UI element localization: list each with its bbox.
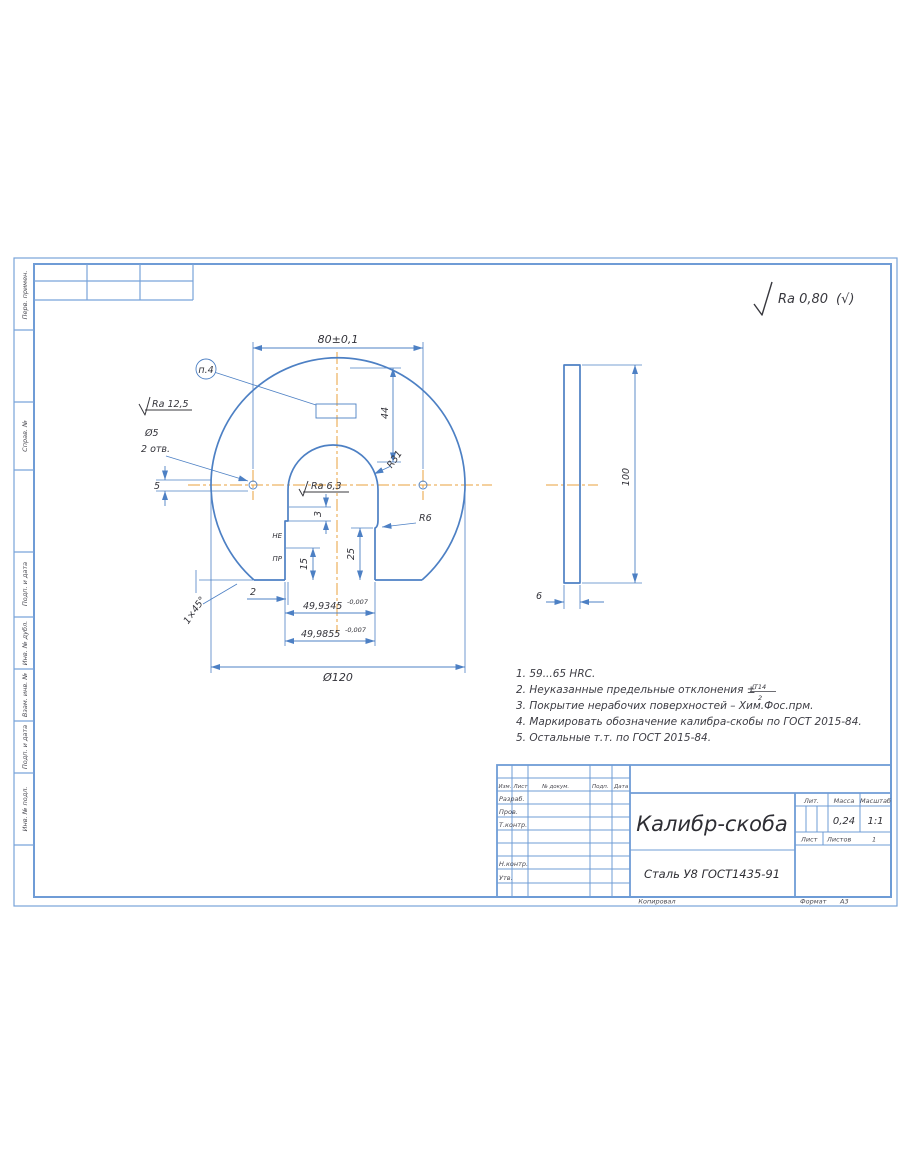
roughness-check-icon [298, 480, 309, 497]
row-nkontr: Н.контр. [499, 860, 528, 868]
dim-25: 25 [346, 527, 373, 580]
dim-15: 15 [286, 547, 320, 580]
note-5: 5. Остальные т.т. по ГОСТ 2015-84. [516, 732, 711, 744]
dim-6-text: 6 [536, 591, 542, 602]
gauge-side-labels: НЕ ПР [272, 532, 282, 563]
hole-count-text: 2 отв. [141, 444, 170, 455]
dim-44: 44 [350, 367, 401, 463]
note-2-frac-num: IT14 [752, 683, 766, 691]
margin-label-podp-data-2: Подп. и дата [21, 725, 29, 769]
mass-value: 0,24 [833, 816, 855, 827]
r6-text: R6 [419, 513, 432, 524]
general-roughness-value: Ra 0,80 [778, 292, 828, 307]
hole-right [418, 480, 428, 490]
front-view-outline [210, 356, 466, 581]
dim-25-text: 25 [346, 548, 357, 560]
dim-15-text: 15 [299, 558, 310, 570]
col-izm: Изм. [499, 784, 512, 790]
side-view-outline [563, 364, 581, 584]
balloon-label: п.4 [198, 365, 213, 376]
margin-label-podp-data-1: Подп. и дата [21, 562, 29, 606]
col-list: Лист [513, 784, 529, 790]
dim-80: 80±0,1 [252, 333, 424, 469]
kopiroval-label: Копировал [638, 898, 675, 906]
dim-jaw-ne: 49,9345 -0,007 [285, 598, 375, 616]
dim-3: 3 [286, 494, 331, 534]
ra-63-mark: Ra 6,3 [298, 480, 349, 497]
general-roughness-mark: Ra 0,80 (√) [753, 281, 854, 316]
pr-label: ПР [273, 555, 283, 563]
row-utv: Утв. [499, 874, 513, 882]
dim-44-text: 44 [380, 407, 391, 419]
technical-notes: 1. 59...65 HRC. 2. Неуказанные предельны… [516, 668, 862, 744]
col-data: Дата [613, 784, 629, 790]
ne-label: НЕ [272, 532, 282, 540]
outer-dia-text: Ø120 [322, 671, 353, 684]
margin-label-perv-primen: Перв. примен. [21, 271, 29, 320]
sheets-label: Листов [826, 836, 851, 844]
dim-100-text: 100 [621, 468, 632, 486]
note-2-frac-den: 2 [758, 694, 762, 702]
ra-125-mark: Ra 12,5 [138, 396, 192, 416]
margin-label-inv-podl: Инв. № подл. [21, 787, 29, 832]
row-prov: Пров. [499, 808, 518, 816]
note-4: 4. Маркировать обозначение калибра-скобы… [516, 716, 862, 728]
dim-2-text: 2 [250, 587, 256, 598]
ra-125-text: Ra 12,5 [152, 399, 189, 410]
title-block: Изм. Лист № докум. Подп. Дата Разраб. Пр… [496, 764, 892, 898]
jaw-ne-value: 49,9345 [303, 601, 342, 612]
format-value: А3 [839, 898, 849, 906]
note-1: 1. 59...65 HRC. [516, 668, 595, 680]
dim-outer-dia: Ø120 [210, 492, 466, 684]
row-tkontr: Т.контр. [499, 821, 527, 829]
dim-5-text: 5 [154, 481, 160, 492]
side-view: 100 6 [536, 364, 642, 609]
margin-label-vzam-inv: Взам. инв. № [21, 673, 29, 717]
chamfer-text: 1×45° [182, 595, 209, 627]
sheet-frame [13, 257, 898, 907]
row-razrab: Разраб. [499, 795, 525, 803]
roughness-check-icon [753, 281, 773, 316]
roughness-check-icon [138, 396, 151, 416]
sheets-value: 1 [872, 836, 876, 844]
dim-3-text: 3 [313, 511, 324, 517]
balloon-callout: п.4 [195, 358, 317, 406]
scale-label: Масштаб [860, 797, 891, 805]
note-2: 2. Неуказанные предельные отклонения ± [516, 684, 756, 696]
col-podp: Подп. [592, 784, 609, 790]
hole-callout: Ø5 2 отв. [141, 428, 249, 482]
format-label: Формат [800, 898, 827, 906]
dim-jaw-pr: 49,9855 -0,007 [285, 626, 375, 644]
mass-label: Масса [834, 797, 855, 805]
bottom-margin-labels: Копировал Формат А3 [638, 898, 848, 906]
marking-area-rect [315, 403, 357, 419]
general-roughness-others: (√) [836, 292, 854, 307]
jaw-ne-tol: -0,007 [347, 598, 369, 606]
note-3: 3. Покрытие нерабочих поверхностей – Хим… [516, 700, 813, 712]
scale-value: 1:1 [867, 816, 883, 827]
margin-label-sprav: Справ. № [21, 420, 29, 452]
jaw-pr-value: 49,9855 [301, 629, 340, 640]
jaw-pr-tol: -0,007 [345, 626, 367, 634]
margin-label-inv-dubl: Инв. № дубл. [21, 621, 29, 665]
dim-80-text: 80±0,1 [318, 333, 359, 346]
hole-dia-text: Ø5 [144, 428, 159, 439]
col-dokum: № докум. [541, 784, 569, 790]
ra-63-text: Ra 6,3 [311, 481, 342, 492]
margin-labels: Перв. примен. Справ. № Подп. и дата Инв.… [21, 271, 29, 832]
part-name: Калибр-скоба [636, 812, 788, 836]
part-material: Сталь У8 ГОСТ1435-91 [644, 867, 780, 881]
dim-5: 5 [154, 466, 248, 506]
centerlines [188, 352, 598, 632]
hole-left [248, 480, 258, 490]
sheet-label: Лист [800, 836, 818, 844]
lit-label: Лит. [803, 797, 819, 805]
